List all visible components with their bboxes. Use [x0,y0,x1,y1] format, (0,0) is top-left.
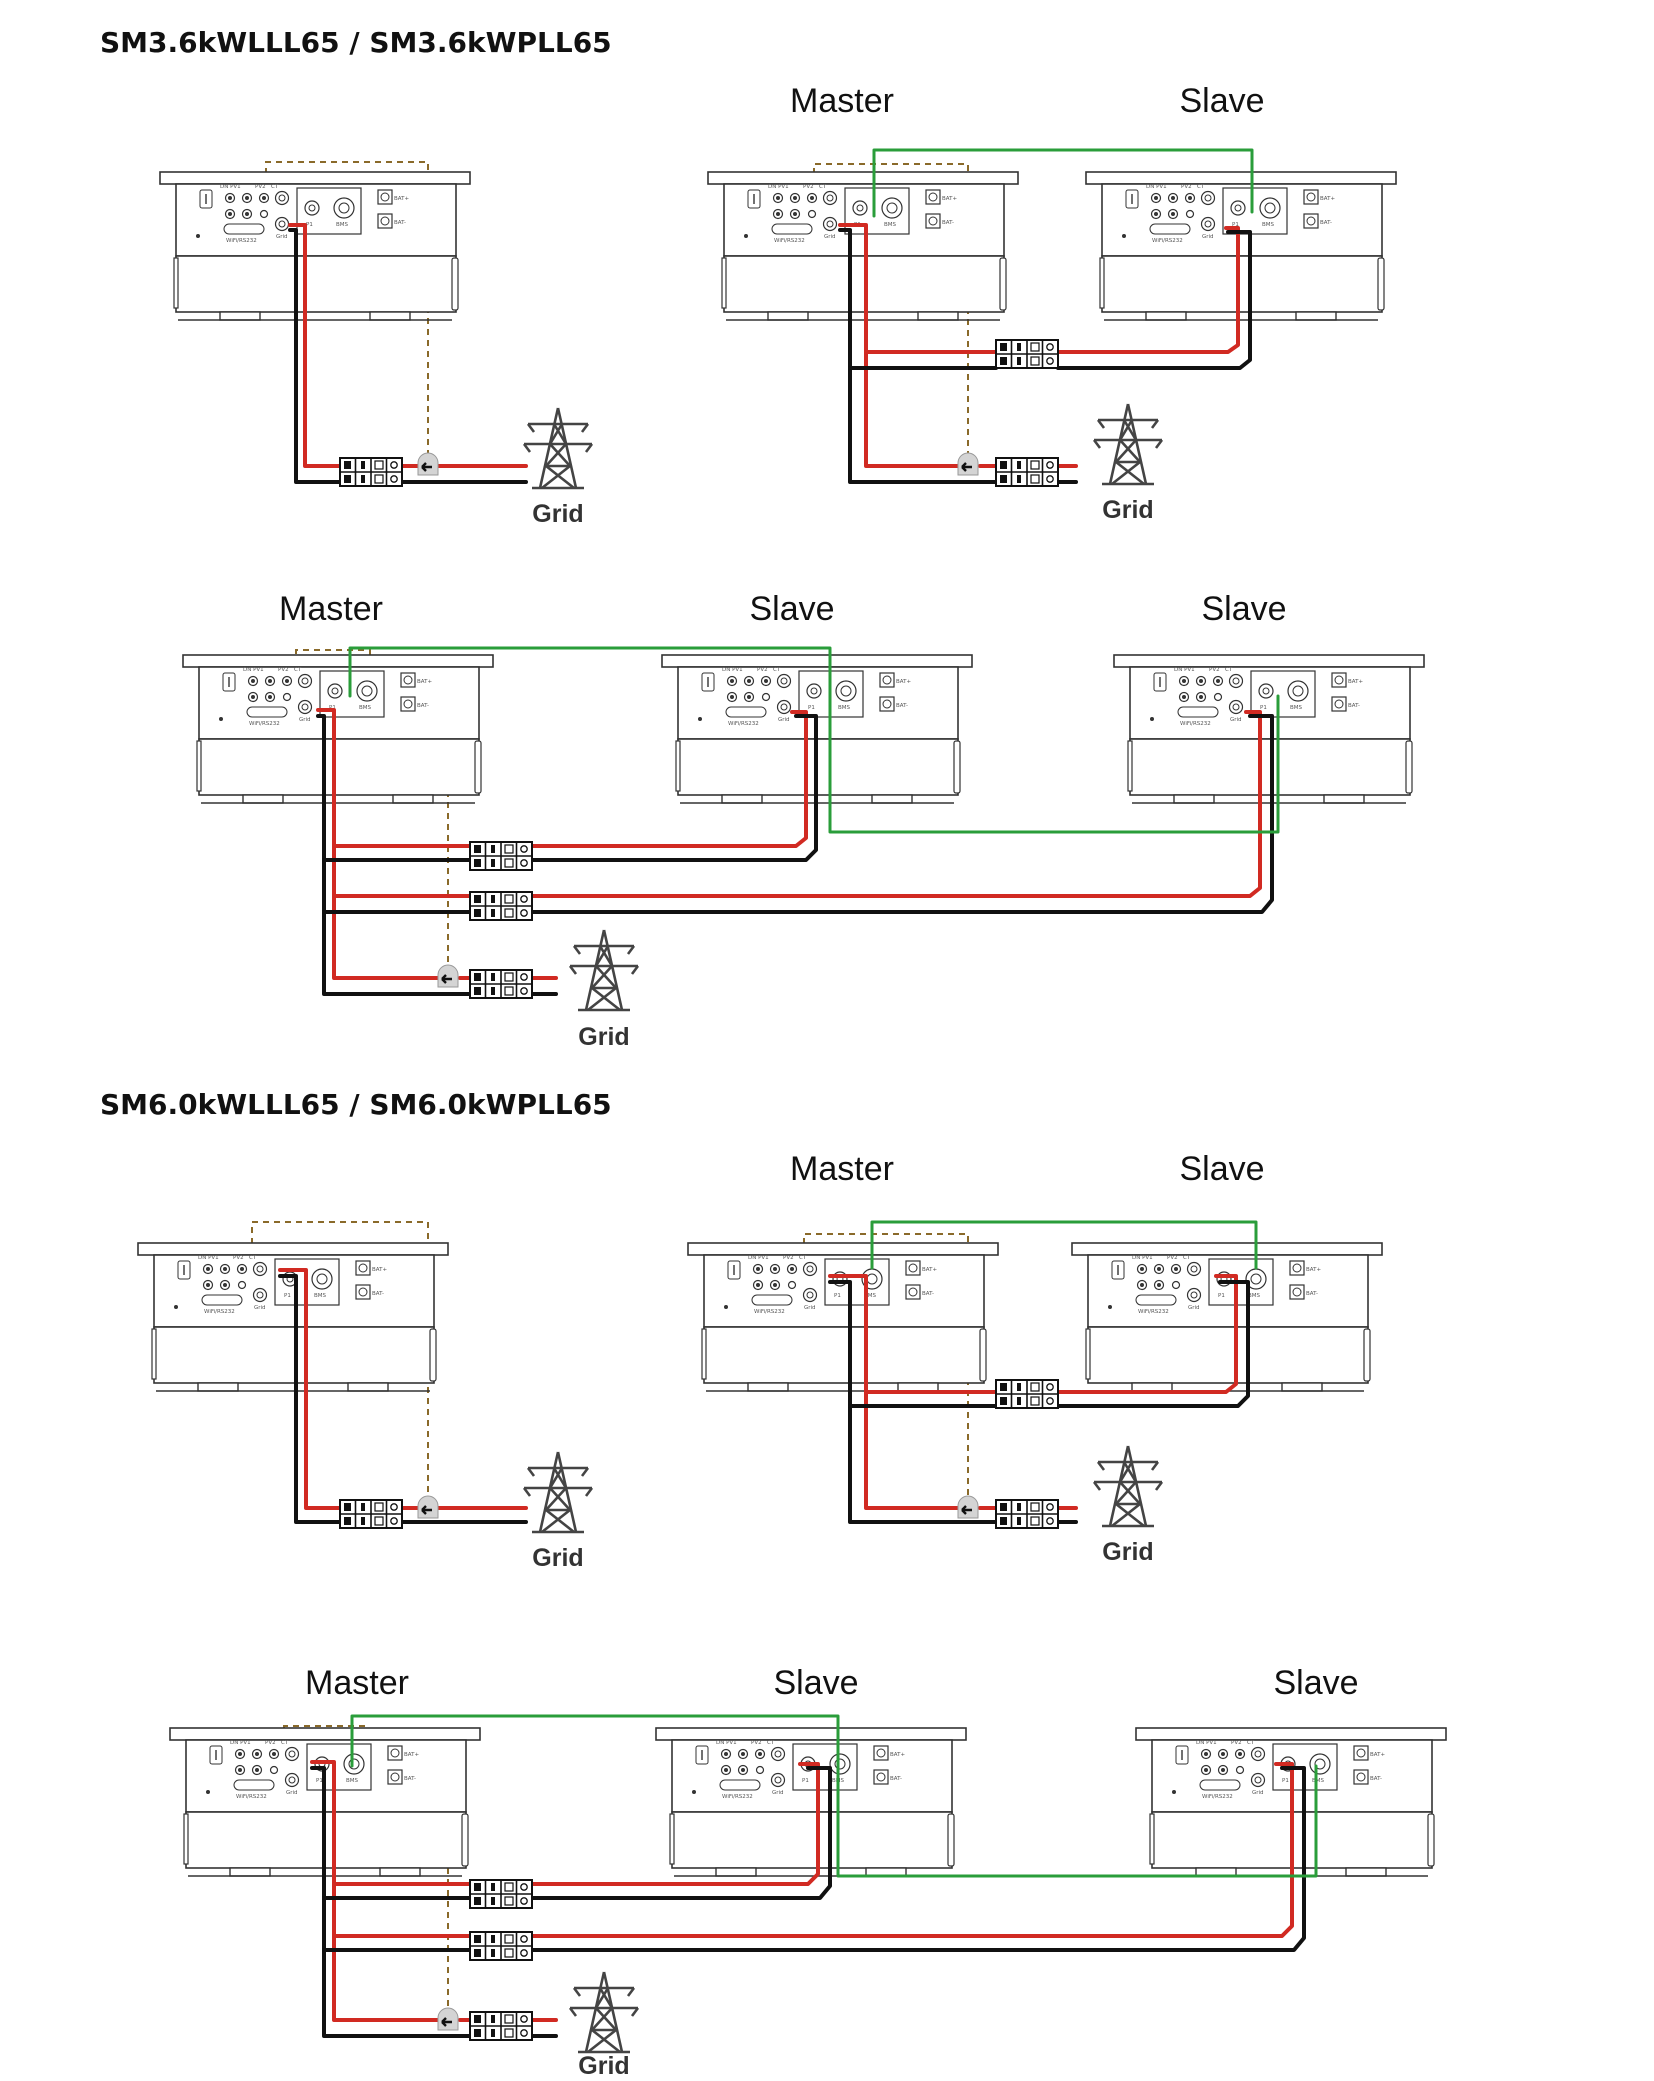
breaker-icon [995,1379,1059,1409]
breaker-icon [469,1879,533,1909]
inverter-slave-1 [1071,1242,1383,1392]
slave-label: Slave [1273,1664,1358,1702]
live-cable [310,1760,450,2022]
inverter-master [182,654,494,804]
section-title-1: SM3.6kWLLL65 / SM3.6kWPLL65 [100,26,612,59]
ct-clamp-icon [956,1494,980,1520]
neutral-cable [1056,1280,1250,1408]
grid-label: Grid [578,2052,629,2080]
breaker-icon [995,1499,1059,1529]
grid-label: Grid [532,500,583,528]
master-label: Master [279,590,383,628]
neutral-cable [530,1766,1306,1952]
ct-clamp-icon [436,963,460,989]
neutral-cable [530,714,1274,914]
breaker-icon [339,457,403,487]
inverter-icon [159,171,471,321]
inverter-slave-1 [1085,171,1397,321]
breaker-icon [469,2011,533,2041]
parallel-communication-cable [348,646,1280,834]
pylon-icon [522,406,594,490]
grid-label: Grid [1102,1538,1153,1566]
neutral-cable [838,228,998,484]
slave-label: Slave [1201,590,1286,628]
live-cable [1056,226,1240,354]
parallel-communication-cable [872,148,1254,218]
ct-clamp-icon [416,1494,440,1520]
parallel-communication-cable [350,1714,1318,1878]
neutral-cable [1056,230,1252,370]
pylon-icon [1092,402,1164,486]
inverter-master [707,171,1019,321]
neutral-cable [316,714,472,996]
breaker-icon [995,457,1059,487]
live-cable [1056,1274,1238,1394]
pylon-icon [522,1450,594,1534]
breaker-icon [469,1931,533,1961]
breaker-icon [469,891,533,921]
breaker-icon [469,841,533,871]
section-title-2: SM6.0kWLLL65 / SM6.0kWPLL65 [100,1088,612,1121]
slave-label: Slave [749,590,834,628]
master-label: Master [790,1150,894,1188]
master-label: Master [790,82,894,120]
slave-label: Slave [1179,1150,1264,1188]
breaker-icon [339,1499,403,1529]
ct-clamp-icon [956,451,980,477]
pylon-icon [1092,1444,1164,1528]
pylon-icon [568,928,640,1012]
live-cable [530,710,1262,898]
inverter-master [687,1242,999,1392]
breaker-icon [995,339,1059,369]
inverter-icon [137,1242,449,1392]
neutral-cable [278,1274,342,1524]
pylon-icon [568,1970,640,2054]
inverter-slave-2 [1113,654,1425,804]
live-cable [530,1762,1294,1938]
neutral-cable [310,1766,472,2038]
live-cable [838,223,970,468]
neutral-cable [530,714,818,862]
grid-label: Grid [1102,496,1153,524]
neutral-cable [828,1280,998,1524]
inverter-slave-1 [655,1727,967,1877]
ct-clamp-icon [416,451,440,477]
master-label: Master [305,1664,409,1702]
slave-label: Slave [1179,82,1264,120]
live-cable [278,1268,342,1510]
neutral-cable [530,1766,832,1900]
grid-label: Grid [578,1023,629,1051]
parallel-communication-cable [870,1220,1258,1270]
grid-label: Grid [532,1544,583,1572]
slave-label: Slave [773,1664,858,1702]
live-cable [530,1762,820,1886]
live-cable [530,710,808,848]
neutral-cable [288,228,342,484]
live-cable [288,223,342,468]
ct-clamp-icon [436,2006,460,2032]
breaker-icon [469,969,533,999]
